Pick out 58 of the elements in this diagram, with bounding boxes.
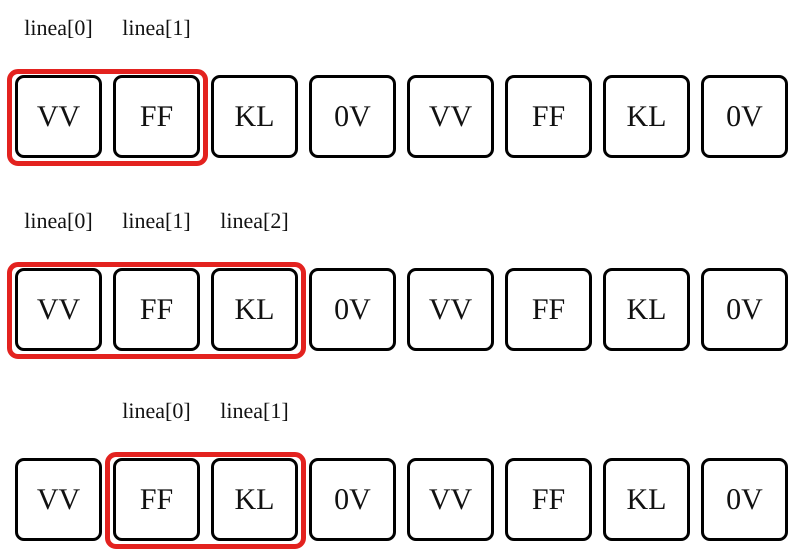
array-cell (15, 268, 102, 351)
index-label: linea[1] (121, 208, 192, 234)
index-label: linea[1] (219, 398, 290, 424)
cell-value: 0V (334, 292, 371, 326)
array-cell (603, 75, 690, 158)
cell-value: KL (626, 100, 666, 134)
cell-value: FF (140, 482, 174, 516)
array-cell (603, 268, 690, 351)
cell-value: VV (36, 100, 80, 134)
cell-value: VV (36, 482, 80, 516)
cell-value: 0V (334, 482, 371, 516)
cell-value: FF (532, 292, 566, 326)
cell-value: KL (626, 292, 666, 326)
cell-value: VV (36, 292, 80, 326)
array-cell (309, 268, 396, 351)
array-cell (309, 458, 396, 541)
highlight-frame (7, 69, 208, 166)
cell-value: 0V (726, 292, 763, 326)
array-cell (309, 75, 396, 158)
cell-value: FF (532, 482, 566, 516)
array-cell (505, 268, 592, 351)
highlight-frame (105, 452, 306, 549)
array-cell (407, 75, 494, 158)
cell-value: FF (140, 292, 174, 326)
array-cell (701, 75, 788, 158)
cell-value: 0V (334, 100, 371, 134)
array-cell (211, 75, 298, 158)
cell-value: KL (626, 482, 666, 516)
array-cell (15, 75, 102, 158)
index-label: linea[0] (23, 208, 94, 234)
cell-value: 0V (726, 100, 763, 134)
array-cell (113, 75, 200, 158)
index-label: linea[2] (219, 208, 290, 234)
highlight-frame (7, 262, 306, 359)
array-cell (701, 458, 788, 541)
index-label: linea[0] (23, 15, 94, 41)
cell-value: FF (140, 100, 174, 134)
array-cell (701, 268, 788, 351)
array-cell (407, 268, 494, 351)
array-cell (407, 458, 494, 541)
cell-value: KL (234, 100, 274, 134)
array-cell (211, 458, 298, 541)
array-cell (113, 458, 200, 541)
array-cell (113, 268, 200, 351)
cell-value: VV (428, 100, 472, 134)
index-label: linea[0] (121, 398, 192, 424)
cell-value: KL (234, 292, 274, 326)
array-cell (505, 75, 592, 158)
cell-value: VV (428, 292, 472, 326)
cell-value: FF (532, 100, 566, 134)
array-cell (211, 268, 298, 351)
array-cell (603, 458, 690, 541)
index-label: linea[1] (121, 15, 192, 41)
array-cell (505, 458, 592, 541)
array-cell (15, 458, 102, 541)
cell-value: KL (234, 482, 274, 516)
cell-value: 0V (726, 482, 763, 516)
cell-value: VV (428, 482, 472, 516)
